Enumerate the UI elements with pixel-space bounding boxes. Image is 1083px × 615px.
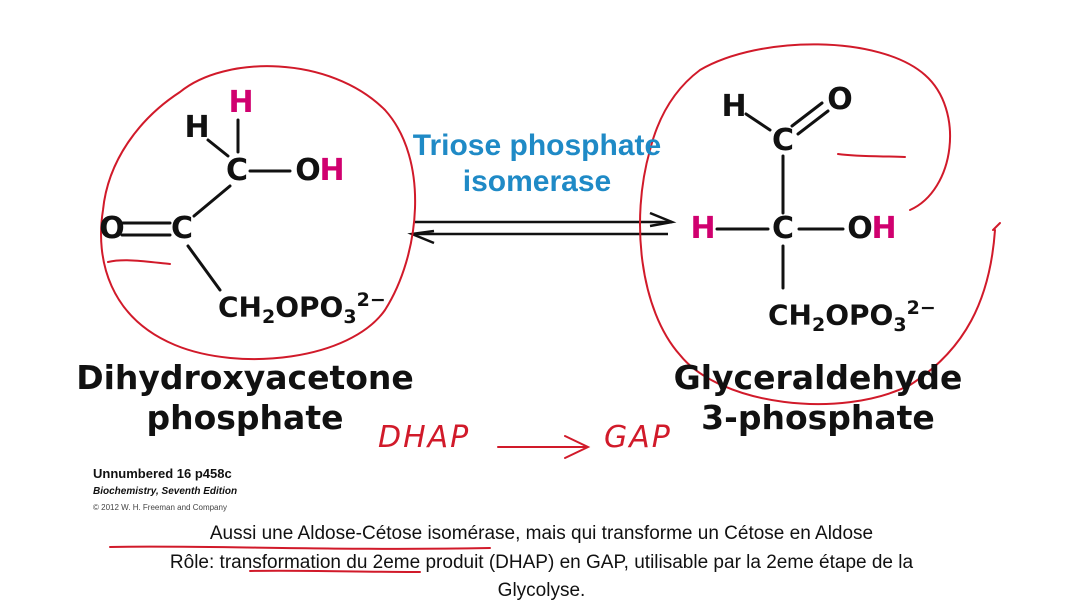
formula-sub-2: 2 <box>261 305 276 328</box>
note-line-2: Rôle: transformation du 2eme produit (DH… <box>169 552 914 573</box>
tick-right <box>992 222 1001 231</box>
figure-credit-book: Biochemistry, Seventh Edition <box>93 486 238 497</box>
figure-credit-copyright: © 2012 W. H. Freeman and Company <box>93 503 227 512</box>
product-name: Glyceraldehyde 3-phosphate <box>674 358 963 438</box>
note-line-3: Glycolyse. <box>497 580 586 601</box>
formula-charge: 2− <box>906 297 936 319</box>
bond-c-h-left <box>206 138 230 158</box>
equilibrium-arrows <box>407 211 677 245</box>
dhap-bonds <box>120 118 292 292</box>
atom-c-top: C <box>225 153 249 188</box>
substrate-name: Dihydroxyacetone phosphate <box>76 358 414 438</box>
formula-ch: CH <box>768 298 812 332</box>
bond-c-ch2 <box>186 244 222 292</box>
handwritten-arrow <box>497 435 591 459</box>
enzyme-label-line1: Triose phosphate <box>412 129 662 162</box>
product-name-line2: 3-phosphate <box>701 398 935 437</box>
formula-ch: CH <box>218 290 262 324</box>
underline-role <box>249 569 421 573</box>
atom-h-left: H <box>690 211 716 246</box>
formula-sub-2: 2 <box>811 313 826 336</box>
atom-o-carbonyl: O <box>99 211 125 246</box>
circle-gap <box>639 43 996 406</box>
bond-c-o-double-2 <box>796 109 830 136</box>
circle-dhap <box>100 65 416 360</box>
atom-h-top: H <box>228 85 254 120</box>
enzyme-label: Triose phosphate isomerase <box>413 128 661 200</box>
bond-h-c-ald <box>744 112 772 132</box>
atom-c-middle: C <box>771 211 795 246</box>
formula-sub-3: 3 <box>343 305 357 328</box>
formula-opo: OPO <box>275 290 344 324</box>
scribble-under-c <box>107 259 171 265</box>
atom-o-aldehyde: O <box>827 82 853 117</box>
forward-arrow-head <box>649 211 677 228</box>
atom-h-left: H <box>184 110 210 145</box>
formula-sub-3: 3 <box>893 313 907 336</box>
handwritten-dhap: DHAP <box>378 420 471 455</box>
substrate-phosphate-group: CH2OPO32− <box>218 286 386 331</box>
gap-bonds <box>715 101 845 290</box>
atom-h-hydroxyl: H <box>871 211 897 246</box>
bond-c-c <box>192 184 232 218</box>
note-line-1: Aussi une Aldose-Cétose isomérase, mais … <box>209 523 874 544</box>
formula-charge: 2− <box>356 289 386 311</box>
figure-credit-id: Unnumbered 16 p458c <box>93 466 232 481</box>
substrate-name-line2: phosphate <box>146 398 344 437</box>
underline-aldose-cetose <box>109 545 491 550</box>
handwritten-gap: GAP <box>604 420 672 455</box>
atom-o-hydroxyl: O <box>295 153 321 188</box>
atom-c-aldehyde: C <box>771 123 795 158</box>
atom-h-aldehyde: H <box>721 89 747 124</box>
atom-h-hydroxyl: H <box>319 153 345 188</box>
atom-o-hydroxyl: O <box>847 211 873 246</box>
atom-c-carbonyl: C <box>170 211 194 246</box>
scribble-right-1 <box>837 153 906 158</box>
product-phosphate-group: CH2OPO32− <box>768 294 936 339</box>
formula-opo: OPO <box>825 298 894 332</box>
product-name-line1: Glyceraldehyde <box>673 358 963 397</box>
enzyme-label-line2: isomerase <box>462 165 612 198</box>
red-annotations <box>100 43 1001 573</box>
bond-c-o-double-1 <box>790 101 824 128</box>
substrate-name-line1: Dihydroxyacetone <box>76 358 414 397</box>
